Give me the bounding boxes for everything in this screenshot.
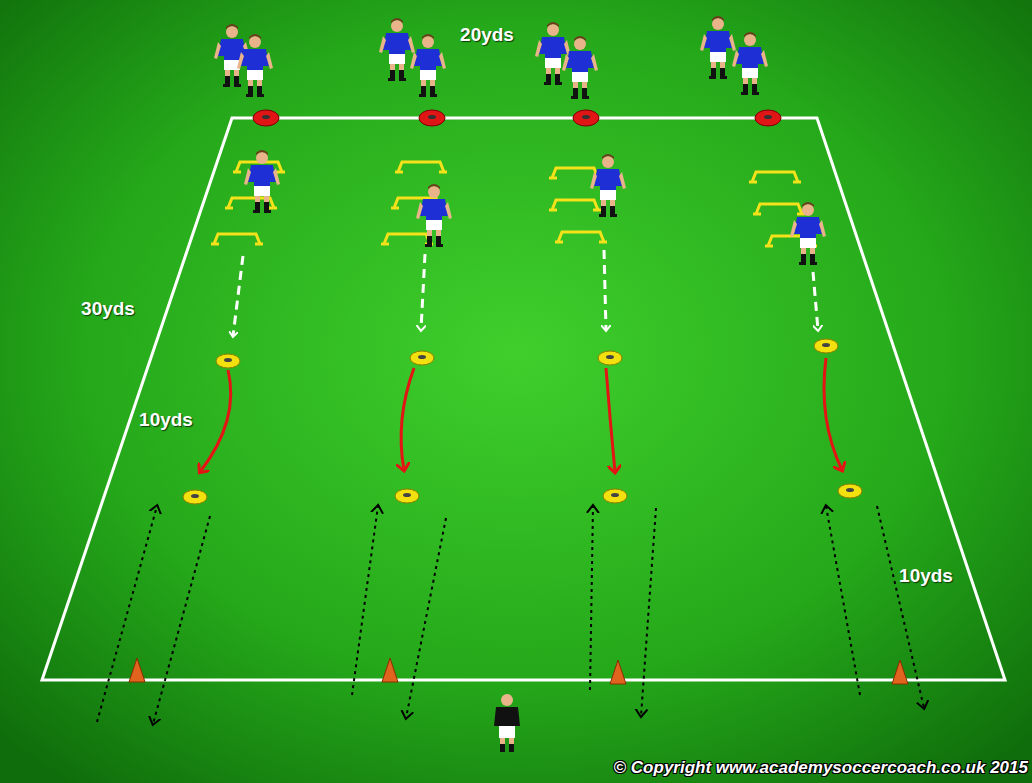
distance-dimension: 10yds bbox=[139, 409, 193, 431]
distance-dimension: 10yds bbox=[899, 565, 953, 587]
copyright-watermark: © Copyright www.academysoccercoach.co.uk… bbox=[614, 758, 1028, 778]
width-dimension: 20yds bbox=[460, 24, 514, 46]
length-dimension: 30yds bbox=[81, 298, 135, 320]
